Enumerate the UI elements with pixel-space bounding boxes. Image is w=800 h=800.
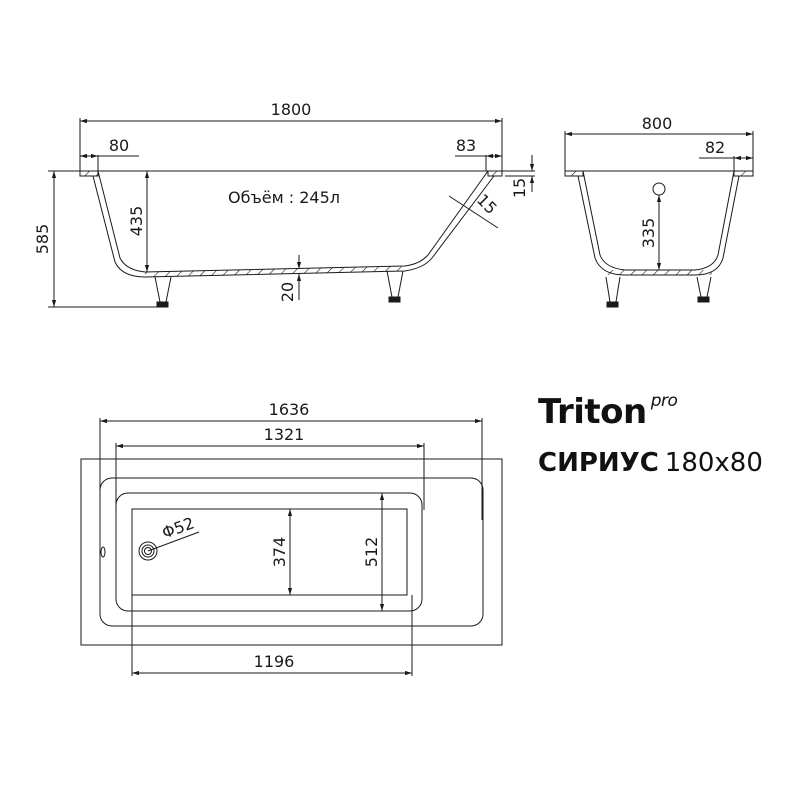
- dim-inner-depth: 435: [127, 206, 146, 237]
- brand-suffix: pro: [650, 391, 678, 411]
- dim-left-rim: 80: [109, 136, 129, 155]
- dim-overall-length: 1800: [271, 100, 312, 119]
- brand-name: Triton: [538, 392, 647, 432]
- volume-label: Объём : 245л: [228, 188, 340, 207]
- end-view: [564, 131, 754, 308]
- dim-right-rim: 83: [456, 136, 476, 155]
- dim-bottom-thickness: 20: [278, 282, 297, 302]
- dim-bottom-width: 374: [270, 537, 289, 568]
- model-size: 180x80: [664, 448, 763, 478]
- model-name: СИРИУС: [538, 448, 659, 478]
- dim-length-bowl: 1321: [264, 425, 305, 444]
- dim-bottom-length: 1196: [254, 652, 295, 671]
- dim-total-height: 585: [33, 224, 52, 255]
- dim-rim-thickness: 15: [510, 178, 529, 198]
- dim-overall-width: 800: [642, 114, 673, 133]
- dim-length-inner-rim: 1636: [269, 400, 310, 419]
- dim-drain-diameter: Φ52: [159, 513, 196, 542]
- top-view: [80, 418, 503, 676]
- side-view: [48, 118, 535, 308]
- dim-overflow-height: 335: [639, 218, 658, 249]
- dim-end-rim: 82: [705, 138, 725, 157]
- dim-bowl-width: 512: [362, 537, 381, 568]
